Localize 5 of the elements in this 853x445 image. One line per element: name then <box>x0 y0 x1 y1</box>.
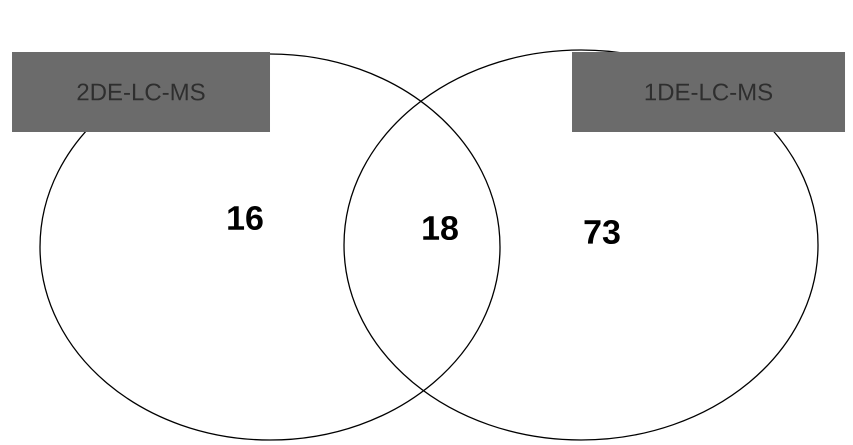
count-label: 18 <box>423 216 458 240</box>
count-label: 73 <box>584 220 620 244</box>
count-label: 16 <box>228 206 263 230</box>
label-box: 1DE-LC-MS <box>572 52 845 132</box>
label-box: 2DE-LC-MS <box>12 52 270 132</box>
